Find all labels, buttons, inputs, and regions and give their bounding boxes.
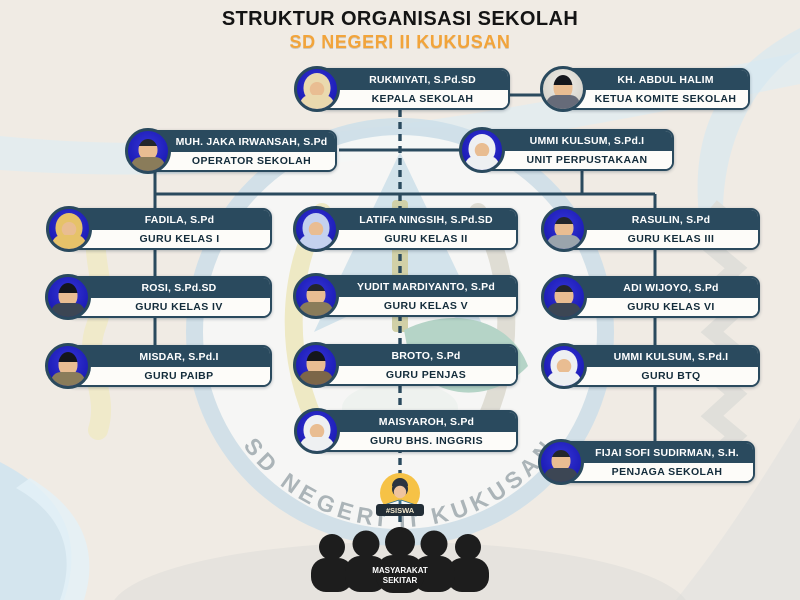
person-silhouette-body <box>311 558 353 592</box>
org-card-penjaga-sekolah: FIJAI SOFI SUDIRMAN, S.H. PENJAGA SEKOLA… <box>538 439 755 485</box>
person-name: UMMI KULSUM, S.Pd.I <box>483 131 672 151</box>
photo-woman-white-hijab <box>294 408 340 454</box>
ribbon-wave-bottom-left <box>0 462 72 600</box>
people-group-icon: MASYARAKAT SEKITAR <box>311 527 489 593</box>
person-role: GURU BHS. INGGRIS <box>318 432 516 450</box>
photo-man-peci <box>293 342 339 388</box>
student-fringe <box>392 478 408 488</box>
community-label-line1: MASYARAKAT <box>372 566 428 575</box>
person-role: GURU PENJAS <box>317 366 516 384</box>
photo-man-uniform <box>125 128 171 174</box>
person-name: ADI WIJOYO, S.Pd <box>565 278 758 298</box>
photo-woman-yellow-hijab <box>46 206 92 252</box>
photo-woman-cream-hijab <box>294 66 340 112</box>
person-name: FIJAI SOFI SUDIRMAN, S.H. <box>562 443 753 463</box>
person-name: YUDIT MARDIYANTO, S.Pd <box>317 277 516 297</box>
photo-man-uniform <box>293 273 339 319</box>
person-name: LATIFA NINGSIH, S.Pd.SD <box>317 210 516 230</box>
photo-woman-white-hijab <box>459 127 505 173</box>
org-card-guru-bhs-inggris: MAISYAROH, S.Pd GURU BHS. INGGRIS <box>294 408 518 454</box>
person-role: UNIT PERPUSTAKAAN <box>483 151 672 169</box>
person-name: UMMI KULSUM, S.Pd.I <box>565 347 758 367</box>
person-name: MUH. JAKA IRWANSAH, S.Pd <box>149 132 335 152</box>
page-header: STRUKTUR ORGANISASI SEKOLAH SD NEGERI II… <box>0 8 800 53</box>
person-name: RASULIN, S.Pd <box>565 210 758 230</box>
ribbon-wave-bottom-left-2 <box>16 478 90 600</box>
photo-woman-blue-hijab <box>293 206 339 252</box>
person-silhouette-body <box>376 555 424 593</box>
person-role: KEPALA SEKOLAH <box>318 90 508 108</box>
person-role: GURU KELAS I <box>70 230 270 248</box>
page-subtitle: SD NEGERI II KUKUSAN <box>289 32 511 52</box>
photo-man <box>541 206 587 252</box>
community-label-line2: SEKITAR <box>383 576 418 585</box>
person-role: GURU PAIBP <box>69 367 270 385</box>
person-name: KH. ABDUL HALIM <box>564 70 748 90</box>
ribbon-grey-bottom-right <box>676 418 800 600</box>
photo-woman-white-hijab <box>541 343 587 389</box>
person-role: PENJAGA SEKOLAH <box>562 463 753 481</box>
person-name: FADILA, S.Pd <box>70 210 270 230</box>
person-silhouette-head <box>420 530 448 558</box>
person-silhouette-body <box>413 556 455 592</box>
page-title: STRUKTUR ORGANISASI SEKOLAH <box>221 8 579 30</box>
org-connectors <box>153 93 657 536</box>
person-role: GURU KELAS II <box>317 230 516 248</box>
org-card-ketua-komite: KH. ABDUL HALIM KETUA KOMITE SEKOLAH <box>540 66 750 112</box>
photo-man-peci <box>45 274 91 320</box>
photo-man <box>538 439 584 485</box>
person-role: GURU KELAS III <box>565 230 758 248</box>
person-role: KETUA KOMITE SEKOLAH <box>564 90 748 108</box>
person-name: RUKMIYATI, S.Pd.SD <box>318 70 508 90</box>
person-name: MAISYAROH, S.Pd <box>318 412 516 432</box>
student-badge: #SISWA <box>376 473 424 517</box>
org-card-guru-kelas-4: ROSI, S.Pd.SD GURU KELAS IV <box>45 274 272 320</box>
person-role: OPERATOR SEKOLAH <box>149 152 335 170</box>
org-card-guru-penjas: BROTO, S.Pd GURU PENJAS <box>293 342 518 388</box>
person-silhouette-head <box>319 534 345 560</box>
person-silhouette-body <box>345 556 387 592</box>
org-card-kepala-sekolah: RUKMIYATI, S.Pd.SD KEPALA SEKOLAH <box>294 66 510 112</box>
wheat-garland-left <box>82 208 112 440</box>
person-silhouette-head <box>455 534 481 560</box>
person-role: GURU KELAS IV <box>69 298 270 316</box>
photo-man-peci-uniform <box>45 343 91 389</box>
student-badge-label: #SISWA <box>386 506 415 515</box>
person-role: GURU BTQ <box>565 367 758 385</box>
org-card-guru-kelas-3: RASULIN, S.Pd GURU KELAS III <box>541 206 760 252</box>
person-role: GURU KELAS VI <box>565 298 758 316</box>
student-badge-band <box>376 504 424 516</box>
org-card-guru-kelas-1: FADILA, S.Pd GURU KELAS I <box>46 206 272 252</box>
ribbon-swoosh-right <box>697 28 800 240</box>
person-silhouette-body <box>447 558 489 592</box>
person-name: MISDAR, S.Pd.I <box>69 347 270 367</box>
org-card-guru-kelas-2: LATIFA NINGSIH, S.Pd.SD GURU KELAS II <box>293 206 518 252</box>
person-name: ROSI, S.Pd.SD <box>69 278 270 298</box>
person-name: BROTO, S.Pd <box>317 346 516 366</box>
org-card-guru-kelas-5: YUDIT MARDIYANTO, S.Pd GURU KELAS V <box>293 273 518 319</box>
person-silhouette-head <box>385 527 415 557</box>
photo-man-peci-batik <box>540 66 586 112</box>
org-card-unit-perpustakaan: UMMI KULSUM, S.Pd.I UNIT PERPUSTAKAAN <box>459 127 674 173</box>
person-silhouette-head <box>352 530 380 558</box>
org-card-operator-sekolah: MUH. JAKA IRWANSAH, S.Pd OPERATOR SEKOLA… <box>125 128 337 174</box>
org-card-guru-btq: UMMI KULSUM, S.Pd.I GURU BTQ <box>541 343 760 389</box>
org-card-guru-kelas-6: ADI WIJOYO, S.Pd GURU KELAS VI <box>541 274 760 320</box>
person-role: GURU KELAS V <box>317 297 516 315</box>
student-face <box>393 485 407 499</box>
org-card-guru-paibp: MISDAR, S.Pd.I GURU PAIBP <box>45 343 272 389</box>
photo-man <box>541 274 587 320</box>
